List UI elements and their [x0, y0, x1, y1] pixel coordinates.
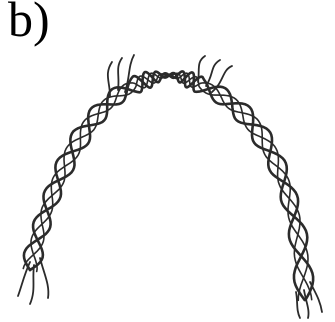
helix-strand — [24, 71, 307, 300]
helix-strand — [30, 72, 313, 300]
strand-end — [206, 60, 220, 86]
helix-strand — [23, 73, 311, 299]
strand-end — [40, 258, 48, 298]
strand-end — [118, 58, 122, 90]
strand-end — [125, 55, 134, 92]
helix-strand — [31, 73, 308, 300]
